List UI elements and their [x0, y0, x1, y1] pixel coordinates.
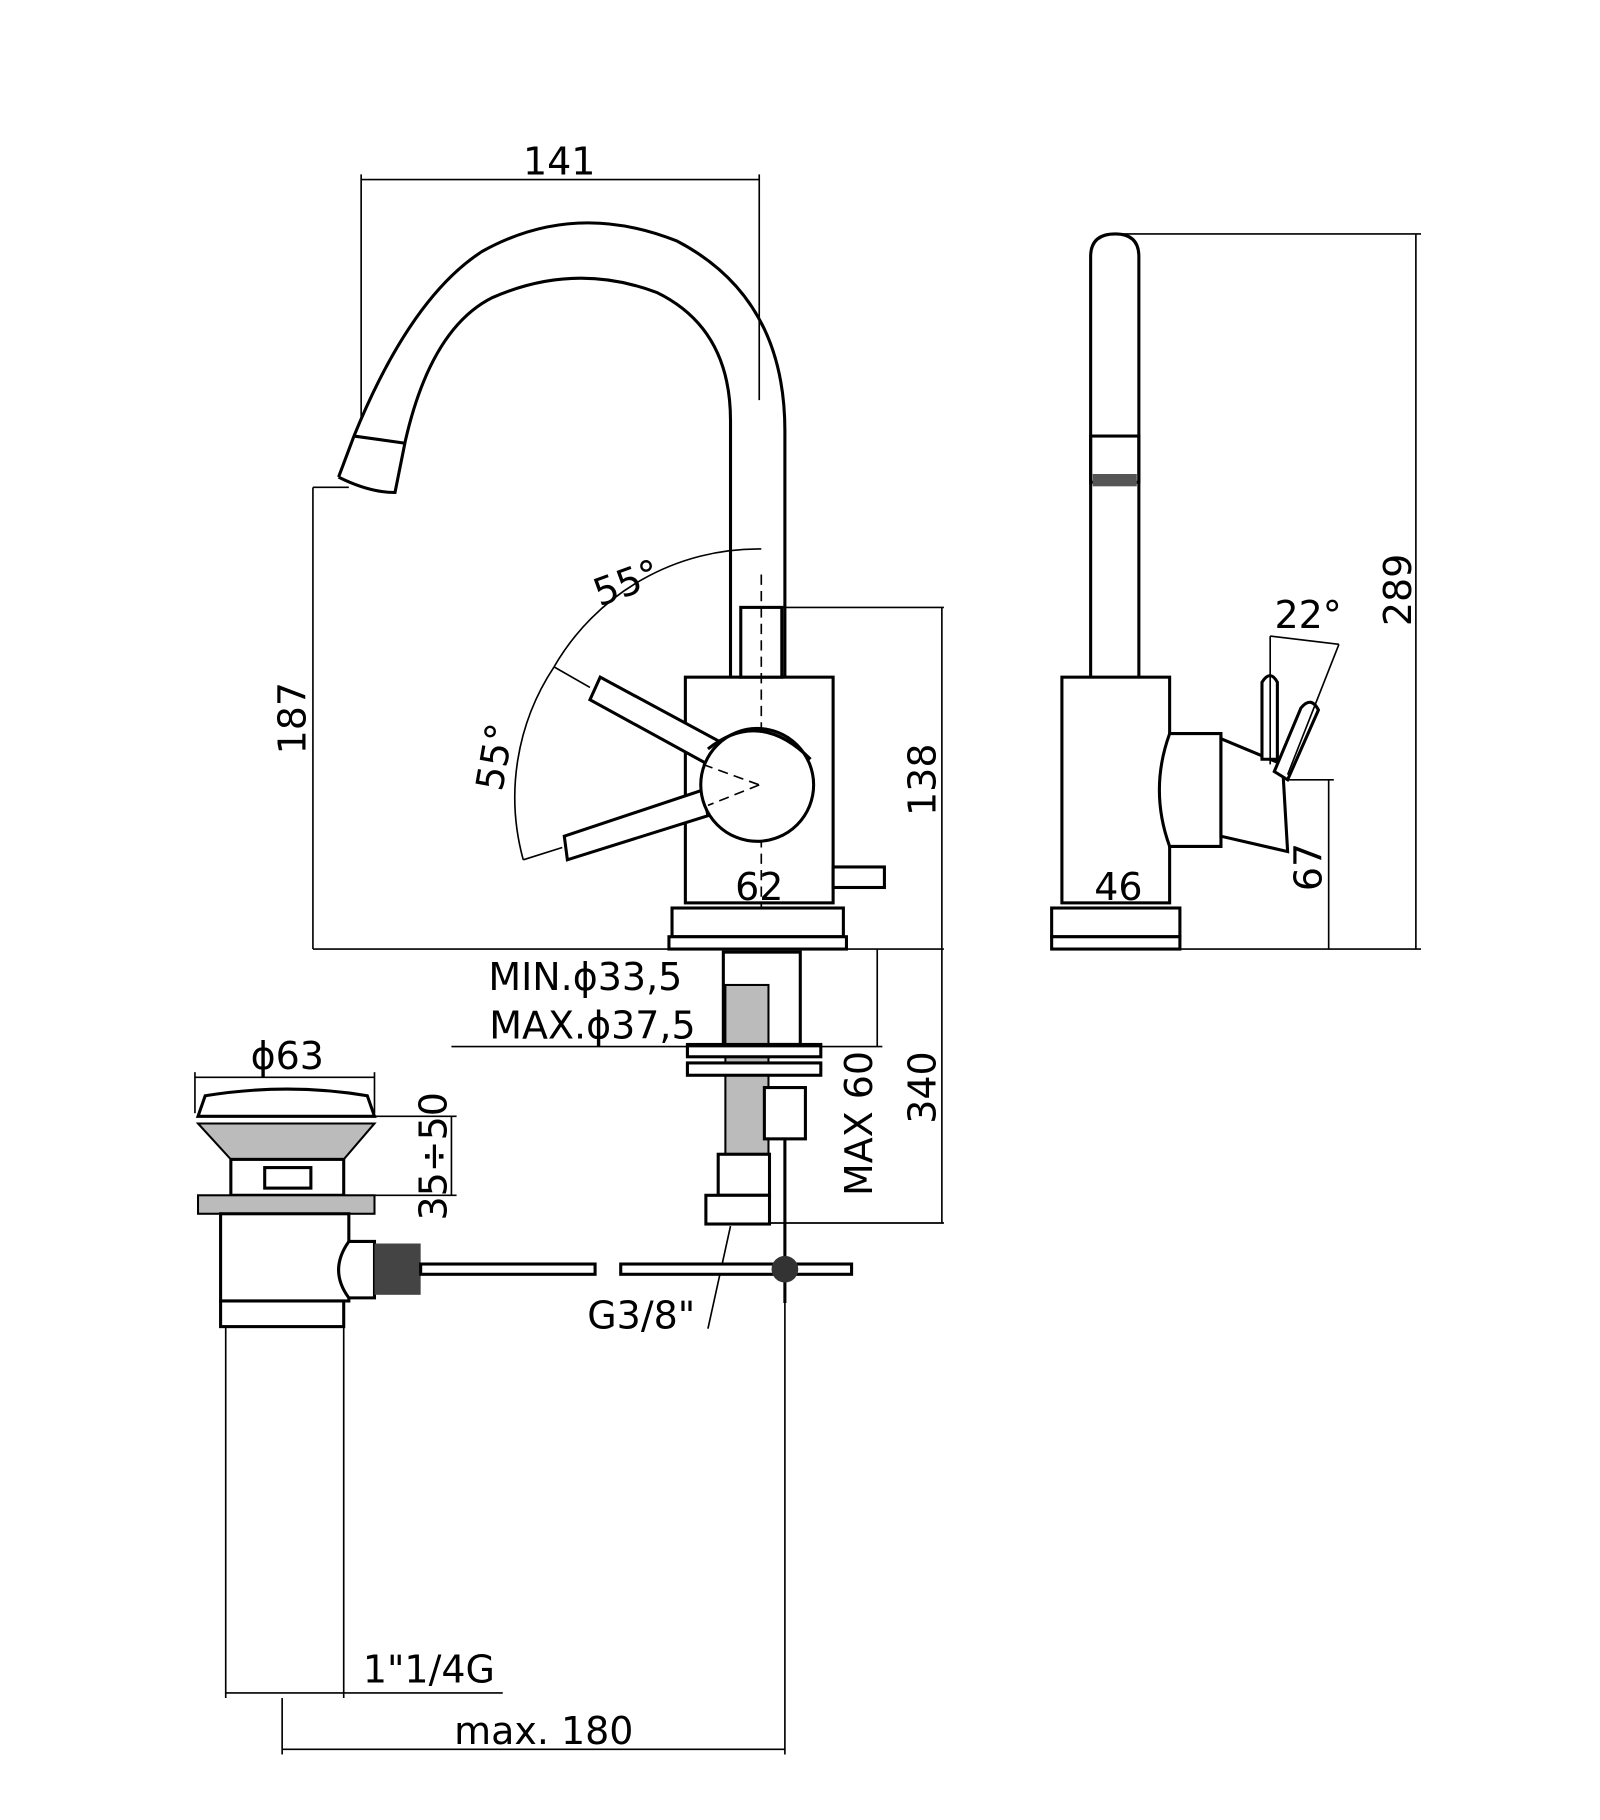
dim-141: 141 [523, 139, 595, 183]
thread-g38: G3/8" [587, 1294, 695, 1338]
pop-up-knob [831, 865, 886, 890]
drain-body [219, 1212, 351, 1303]
side-lever-2 [1272, 700, 1321, 782]
pull-rod [619, 1262, 854, 1276]
side-spout [1089, 232, 1141, 678]
pop-up-drain: ϕ63 35÷50 1"1/4G max. 180 [194, 1034, 854, 1755]
drain-height: 35÷50 [411, 1092, 455, 1220]
dim-46: 46 [1094, 865, 1142, 909]
dim-138: 138 [901, 744, 945, 816]
dim-67: 67 [1286, 843, 1330, 891]
side-body [1060, 675, 1172, 905]
installation: MIN.ϕ33,5 MAX.ϕ37,5 MAX 60 340 G3/8" [451, 949, 945, 1338]
rod-length: max. 180 [454, 1709, 633, 1753]
rod-clip [771, 1255, 799, 1283]
drain-diameter: ϕ63 [251, 1034, 324, 1078]
angle-up: 55° [587, 551, 665, 615]
hole-min: MIN.ϕ33,5 [488, 955, 682, 999]
dim-62: 62 [735, 865, 783, 909]
lower-lever [562, 788, 710, 862]
front-view: 141 187 55° 55° 138 62 [271, 139, 945, 1223]
drain-thread: 1"1/4G [363, 1648, 495, 1692]
aerator [1092, 474, 1137, 487]
dim-289: 289 [1376, 554, 1420, 626]
spout [337, 221, 787, 678]
drain-nut [374, 1243, 421, 1295]
angle-down: 55° [468, 720, 523, 794]
hole-max: MAX.ϕ37,5 [489, 1003, 695, 1047]
angle-22: 22° [1275, 593, 1342, 637]
dim-340: 340 [901, 1051, 945, 1123]
dim-187: 187 [271, 682, 315, 754]
side-view: 289 22° 67 46 [1050, 232, 1422, 951]
max-60: MAX 60 [837, 1051, 881, 1196]
